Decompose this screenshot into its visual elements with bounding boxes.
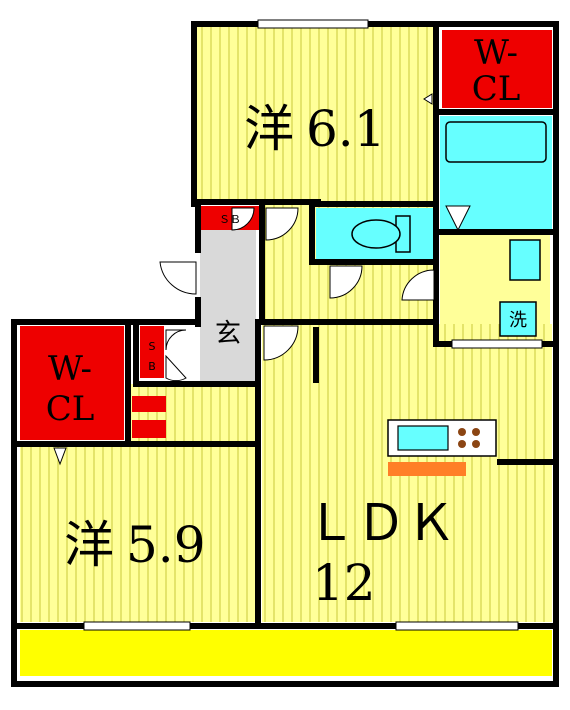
toilet-bowl-icon [351, 219, 401, 249]
stove-burner-icon [458, 440, 466, 448]
stove-burner-icon [458, 428, 466, 436]
wcl-left-line2: CL [46, 389, 95, 429]
room-size-western-bottom: 5.9 [126, 516, 206, 574]
shoe-box-left [140, 326, 164, 378]
room-kanji-western-top: 洋 [244, 100, 294, 158]
room-kanji-western-bottom: 洋 [64, 516, 114, 574]
storage-left-a [132, 396, 166, 412]
washing-machine-icon [499, 301, 537, 337]
room-label-ldk: ＬＤＫ [306, 494, 456, 552]
sink-icon [397, 425, 449, 451]
entrance-label: 玄 [215, 319, 241, 349]
shoe-box-top-label: ＳＢ [219, 213, 241, 226]
windows [83, 19, 543, 631]
walk-in-closet-top [442, 30, 552, 108]
counter-orange [388, 462, 466, 476]
wcl-top-line1: W- [474, 33, 518, 73]
balcony [20, 630, 552, 676]
storage-left-b [132, 420, 166, 438]
shoe-box-left-label-2: B [148, 360, 156, 373]
room-western-6-1 [196, 26, 434, 200]
room-size-western-top: 6.1 [306, 100, 386, 158]
bathtub [445, 121, 547, 163]
laundry-label: 洗 [509, 310, 527, 331]
wcl-left-line1: W- [48, 349, 92, 389]
washbasin-icon [509, 239, 541, 281]
room-western-5-9 [20, 446, 256, 622]
stove-burner-icon [472, 440, 480, 448]
walk-in-closet-left [20, 326, 124, 440]
shoe-box-left-label-1: S [149, 340, 156, 353]
doors [53, 93, 471, 466]
room-size-ldk: 12 [312, 554, 376, 612]
stove-burner-icon [472, 428, 480, 436]
walls [11, 21, 559, 687]
wcl-top-line2: CL [472, 69, 521, 109]
entrance [200, 230, 256, 384]
